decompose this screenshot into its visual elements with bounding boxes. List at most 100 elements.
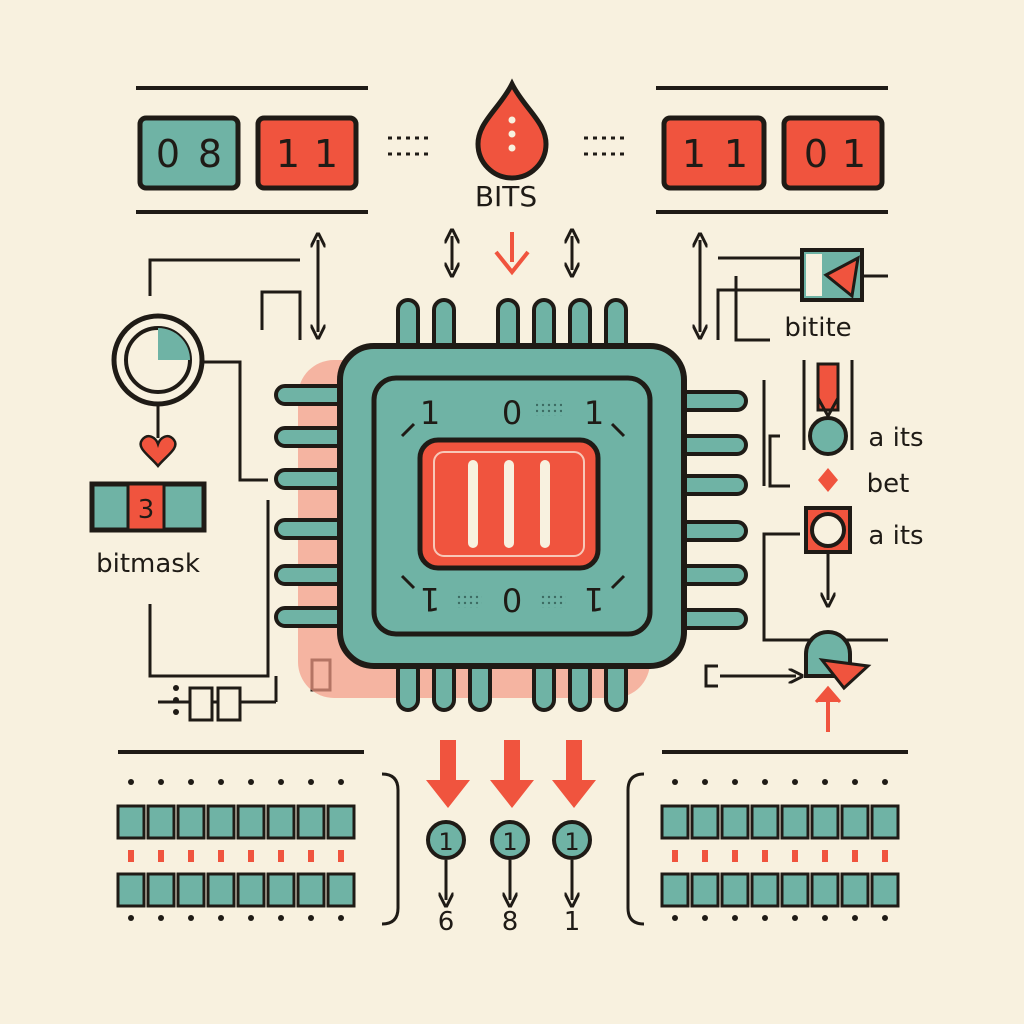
register-cell [116,804,146,840]
bitmask-label: bitmask [96,549,200,579]
left-register [116,779,356,921]
bit-digit: 8 [198,132,222,176]
output-digit: 1 [564,907,581,937]
register-dot [128,779,134,785]
chip-core [417,437,601,571]
register-cell [810,804,840,840]
chip-digit: 1 [420,580,440,618]
register-dot [852,915,858,921]
chip-texture [536,400,562,416]
dotted-connector [388,136,626,156]
right-section: bitite a its bet a its [700,240,924,732]
register-cell [870,872,900,908]
output-arrows [426,740,596,808]
bit-digit: 0 [156,132,180,176]
register-cell [296,872,326,908]
register-cell [660,872,690,908]
register-dot [248,779,254,785]
register-tick [158,850,164,862]
register-cell [326,872,356,908]
register-tick [128,850,134,862]
register-tick [248,850,254,862]
right-bit-display: 1 1 0 1 [661,115,885,191]
bracket-icon [381,772,400,926]
register-cell [780,804,810,840]
down-arrow-icon [552,740,596,808]
output-digit: 6 [438,907,455,937]
register-cell [236,872,266,908]
bit-digit: 1 [682,132,706,176]
register-tick [672,850,678,862]
register-dot [822,915,828,921]
register-dot [672,779,678,785]
up-arrow-icon [814,685,842,732]
register-dot [218,915,224,921]
register-dot [852,779,858,785]
register-cell [176,872,206,908]
register-cell [780,872,810,908]
drop-icon [475,78,549,181]
register-dot [732,915,738,921]
register-dot [248,915,254,921]
register-cell [750,804,780,840]
bits-label: a its [868,521,923,551]
chip-pins-left [274,384,352,628]
output-node: 1 1 [552,820,592,937]
bit-digit: 1 [842,132,866,176]
bet-label: bet [867,469,910,499]
register-cell [146,804,176,840]
down-arrow-icon [494,232,530,276]
register-cell [810,872,840,908]
chip-texture [456,592,482,608]
chip-digit: 1 [584,580,604,618]
register-dot [702,779,708,785]
register-dot [732,779,738,785]
register-dot [882,915,888,921]
top-section: 0 8 1 1 1 1 0 1 BITS [136,78,888,276]
register-dot [158,915,164,921]
register-dot [792,779,798,785]
register-dot [308,779,314,785]
register-dot [762,779,768,785]
output-digit: 8 [502,907,519,937]
dome-icon [804,630,872,691]
register-dot [128,915,134,921]
chip-texture [540,592,566,608]
register-dot [308,915,314,921]
down-arrow-icon [426,740,470,808]
chip-digit: 0 [502,394,522,432]
register-dot [278,915,284,921]
cpu-chip-icon: 1 0 1 1 0 1 [274,298,748,712]
bitmask-bar [89,481,207,533]
register-cell [266,872,296,908]
register-cell [690,872,720,908]
ball-icon [808,416,848,456]
register-dot [338,779,344,785]
register-cell [266,804,296,840]
register-cell [116,872,146,908]
bracket-icon [626,772,645,926]
node-digit: 1 [438,828,453,856]
register-cell [870,804,900,840]
register-cell [660,804,690,840]
node-digit: 1 [502,828,517,856]
node-digit: 1 [564,828,579,856]
register-tick [822,850,828,862]
register-dot [338,915,344,921]
register-cell [720,804,750,840]
bits-label: a its [868,423,923,453]
register-dot [702,915,708,921]
bitite-label: bitite [784,313,851,343]
register-tick [188,850,194,862]
register-cell [296,804,326,840]
heart-icon [139,434,177,468]
chip-digit: 0 [502,582,522,620]
down-arrow-icon [490,740,534,808]
register-tick [702,850,708,862]
register-tick [762,850,768,862]
chip-corner-ticks [400,422,626,590]
register-cell [720,872,750,908]
register-tick [852,850,858,862]
left-bit-display: 0 8 1 1 [137,115,359,191]
register-dot [158,779,164,785]
